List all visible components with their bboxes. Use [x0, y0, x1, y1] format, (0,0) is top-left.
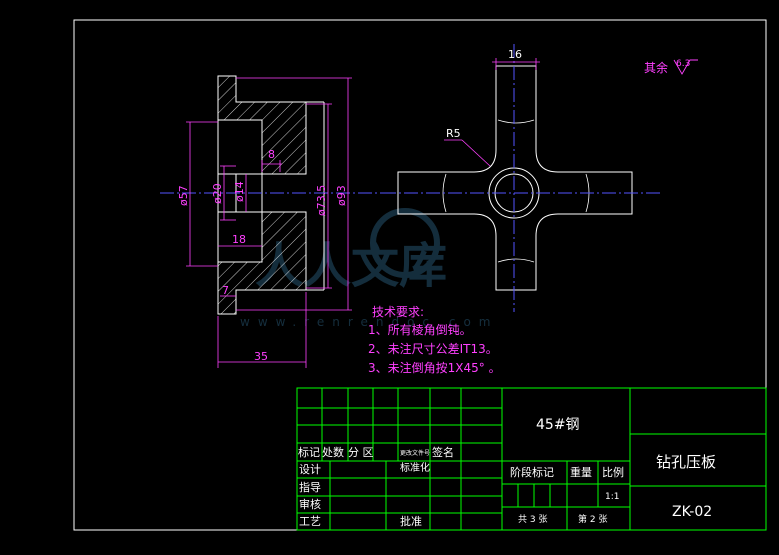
dim-w18: 18 — [232, 233, 246, 246]
scale-value: 1:1 — [605, 492, 619, 502]
label-sheji: 设计 — [299, 463, 321, 476]
dim-d93: ø93 — [335, 185, 348, 206]
drawing-number: ZK-02 — [672, 504, 712, 520]
finish-value: 6.3 — [676, 59, 690, 69]
label-zhidao: 指导 — [299, 480, 321, 494]
sheet-no: 第 2 张 — [578, 513, 607, 525]
label-scale: 比例 — [602, 465, 624, 479]
label-gongyi: 工艺 — [299, 515, 321, 528]
dim-w16: 16 — [508, 48, 522, 61]
dim-d73: ø73.5 — [315, 185, 328, 216]
label-shenhe: 审核 — [299, 497, 321, 511]
title-block-labels: 标记 处数 分 区 更改文件号 签名 设计 标准化 指导 审核 工艺 批准 阶段… — [298, 445, 624, 528]
label-chushu: 处数 — [322, 446, 344, 459]
top-view: 16 R5 — [382, 44, 660, 312]
tech-title: 技术要求: — [372, 305, 424, 319]
tech-item-3: 3、未注倒角按1X45° 。 — [368, 360, 501, 375]
label-biaozhunhua: 标准化 — [400, 461, 430, 474]
cross-outline — [397, 65, 633, 291]
side-dim-texts: ø57 ø20 ø14 ø73.5 ø93 8 18 7 35 — [177, 148, 348, 363]
material: 45#钢 — [536, 417, 580, 433]
dim-w7: 7 — [222, 284, 229, 297]
finish-note-text: 其余 — [644, 60, 668, 75]
tech-item-2: 2、未注尺寸公差IT13。 — [368, 341, 498, 356]
dim-w8: 8 — [268, 148, 275, 161]
side-dim-lines — [186, 77, 352, 368]
label-fenqu: 分 区 — [348, 446, 374, 459]
tech-requirements: 技术要求: 1、所有棱角倒钝。 2、未注尺寸公差IT13。 3、未注倒角按1X4… — [368, 305, 501, 375]
watermark-url: www.renrendoc.com — [240, 315, 498, 329]
roughness-symbol-icon — [673, 59, 698, 75]
dim-d14: ø14 — [233, 181, 246, 202]
label-pizhun: 批准 — [400, 514, 422, 528]
label-weight: 重量 — [570, 465, 592, 479]
dim-w35: 35 — [254, 350, 268, 363]
label-gengai: 更改文件号 — [400, 449, 430, 457]
tech-item-1: 1、所有棱角倒钝。 — [368, 322, 472, 337]
section-view: ø57 ø20 ø14 ø73.5 ø93 8 18 7 35 — [160, 75, 382, 368]
title-block: 标记 处数 分 区 更改文件号 签名 设计 标准化 指导 审核 工艺 批准 阶段… — [296, 387, 767, 531]
dim-d57: ø57 — [177, 185, 190, 206]
dim-d20: ø20 — [211, 183, 224, 204]
label-qianming: 签名 — [432, 445, 454, 459]
surface-finish-note: 其余 6.3 — [644, 59, 698, 75]
part-name: 钻孔压板 — [656, 453, 716, 471]
label-stage-mark: 阶段标记 — [510, 465, 554, 479]
dim-r5: R5 — [446, 127, 461, 140]
label-biaoji: 标记 — [298, 445, 320, 459]
total-sheets: 共 3 张 — [518, 514, 547, 525]
